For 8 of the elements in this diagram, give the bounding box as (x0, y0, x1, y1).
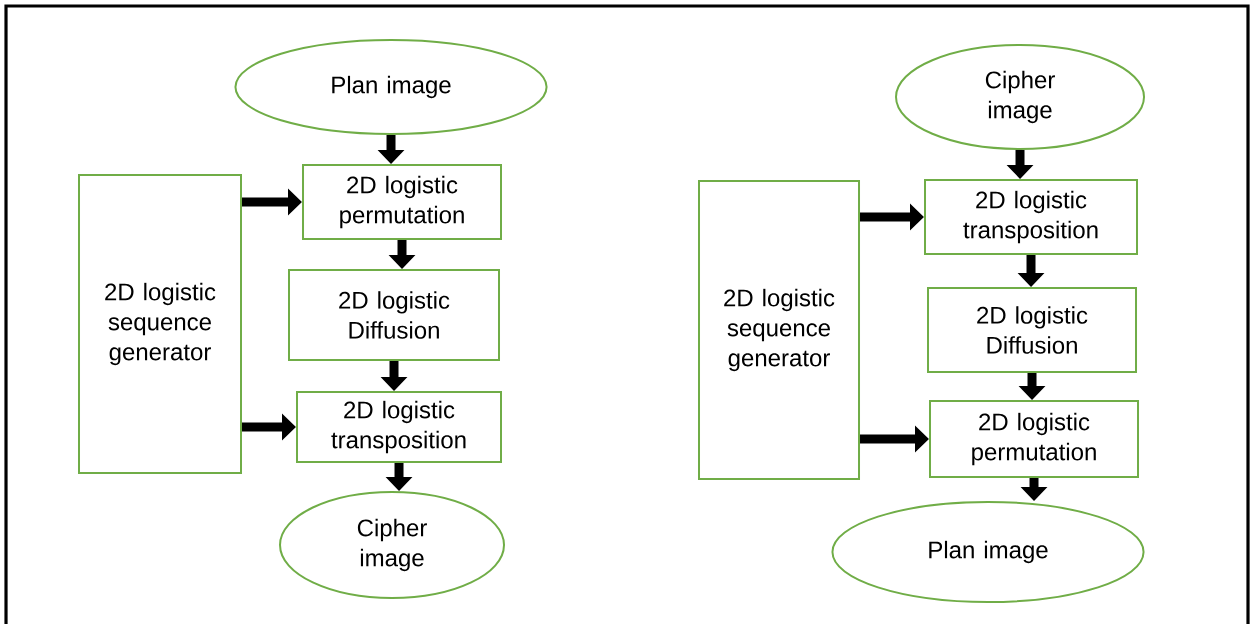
process-box: 2D logistic Diffusion (927, 287, 1137, 373)
process-box: 2D logistic permutation (302, 164, 502, 240)
process-box: 2D logistic sequence generator (78, 174, 242, 474)
process-box: 2D logistic transposition (924, 179, 1138, 255)
process-box: 2D logistic Diffusion (288, 269, 500, 361)
process-box: 2D logistic sequence generator (698, 180, 860, 480)
process-box: 2D logistic permutation (929, 400, 1139, 478)
process-box: 2D logistic transposition (296, 391, 502, 463)
